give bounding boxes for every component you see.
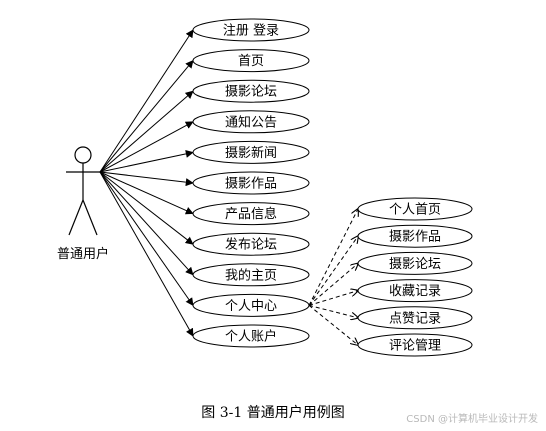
actor-figure	[66, 146, 100, 236]
use-case-label: 注册 登录	[223, 24, 279, 39]
personal-center-use-case[interactable]: 收藏记录	[357, 279, 473, 303]
personal-center-use-case[interactable]: 个人首页	[357, 197, 473, 221]
user-use-cases: 注册 登录首页摄影论坛通知公告摄影新闻摄影作品产品信息发布论坛我的主页个人中心个…	[192, 18, 310, 348]
use-case[interactable]: 首页	[192, 49, 310, 73]
use-case-label: 个人中心	[225, 299, 277, 314]
actor-left-leg	[68, 199, 84, 236]
extension-line	[308, 304, 358, 317]
use-case-label: 首页	[238, 54, 264, 69]
actor-right-leg	[82, 199, 98, 236]
use-case-label: 我的主页	[225, 267, 277, 283]
use-case-ellipse	[357, 197, 473, 221]
use-case-ellipse	[192, 293, 310, 317]
use-case-ellipse	[192, 324, 310, 348]
personal-center-use-case[interactable]: 摄影作品	[357, 224, 473, 248]
use-case-label: 摄影作品	[389, 230, 441, 245]
use-case-ellipse	[192, 171, 310, 195]
use-case-ellipse	[192, 18, 310, 42]
association-line	[99, 171, 194, 276]
use-case[interactable]: 摄影论坛	[192, 79, 310, 103]
association-line	[99, 171, 194, 187]
watermark: CSDN @计算机毕业设计开发	[406, 414, 538, 425]
use-case[interactable]: 通知公告	[192, 110, 310, 134]
use-case-label: 摄影论坛	[389, 257, 441, 272]
actor-label: 普通用户	[57, 246, 109, 262]
association-line	[99, 149, 194, 173]
figure-caption: 图 3-1 普通用户用例图	[201, 405, 345, 421]
use-case[interactable]: 摄影作品	[192, 171, 310, 195]
personal-center-use-case[interactable]: 评论管理	[357, 333, 473, 357]
extension-line	[308, 291, 358, 306]
association-line	[99, 29, 194, 173]
use-case-label: 收藏记录	[389, 284, 441, 299]
use-case-label: 发布论坛	[225, 237, 277, 253]
use-case-label: 个人账户	[225, 329, 277, 345]
use-case-ellipse	[357, 306, 473, 330]
association-line	[99, 121, 194, 173]
use-case[interactable]: 个人中心	[192, 293, 310, 317]
use-case-ellipse	[357, 224, 473, 248]
association-lines	[99, 29, 194, 337]
use-case-ellipse	[357, 279, 473, 303]
use-case-label: 摄影论坛	[225, 85, 277, 100]
use-case[interactable]: 产品信息	[192, 202, 310, 226]
extension-line	[308, 305, 358, 345]
use-case-label: 点赞记录	[389, 311, 441, 326]
use-case-label: 通知公告	[225, 114, 277, 130]
association-line	[99, 171, 194, 215]
association-line	[99, 171, 194, 245]
use-case[interactable]: 摄影新闻	[192, 140, 310, 164]
use-case-ellipse	[192, 140, 310, 164]
personal-center-use-case[interactable]: 摄影论坛	[357, 251, 473, 275]
use-case-ellipse	[192, 263, 310, 287]
extension-lines	[308, 209, 358, 345]
use-case-label: 产品信息	[225, 206, 277, 222]
use-case-label: 评论管理	[389, 339, 441, 354]
use-case-ellipse	[357, 251, 473, 275]
association-line	[99, 171, 194, 307]
use-case[interactable]: 我的主页	[192, 263, 310, 287]
use-case[interactable]: 注册 登录	[192, 18, 310, 42]
use-case-label: 摄影新闻	[225, 145, 277, 161]
use-case-ellipse	[192, 79, 310, 103]
extension-line	[308, 263, 358, 306]
use-case-ellipse	[192, 202, 310, 226]
use-case-ellipse	[192, 49, 310, 73]
use-case-ellipse	[192, 110, 310, 134]
use-case-ellipse	[192, 232, 310, 256]
personal-center-use-case[interactable]: 点赞记录	[357, 306, 473, 330]
use-case[interactable]: 个人账户	[192, 324, 310, 348]
extension-line	[308, 236, 358, 306]
use-case[interactable]: 发布论坛	[192, 232, 310, 256]
association-line	[99, 90, 194, 173]
actor-head	[74, 146, 92, 164]
association-line	[99, 59, 194, 173]
association-line	[99, 171, 194, 337]
extension-line	[308, 209, 358, 306]
use-case-label: 摄影作品	[225, 177, 277, 192]
use-case-ellipse	[357, 333, 473, 357]
use-case-label: 个人首页	[389, 203, 441, 218]
